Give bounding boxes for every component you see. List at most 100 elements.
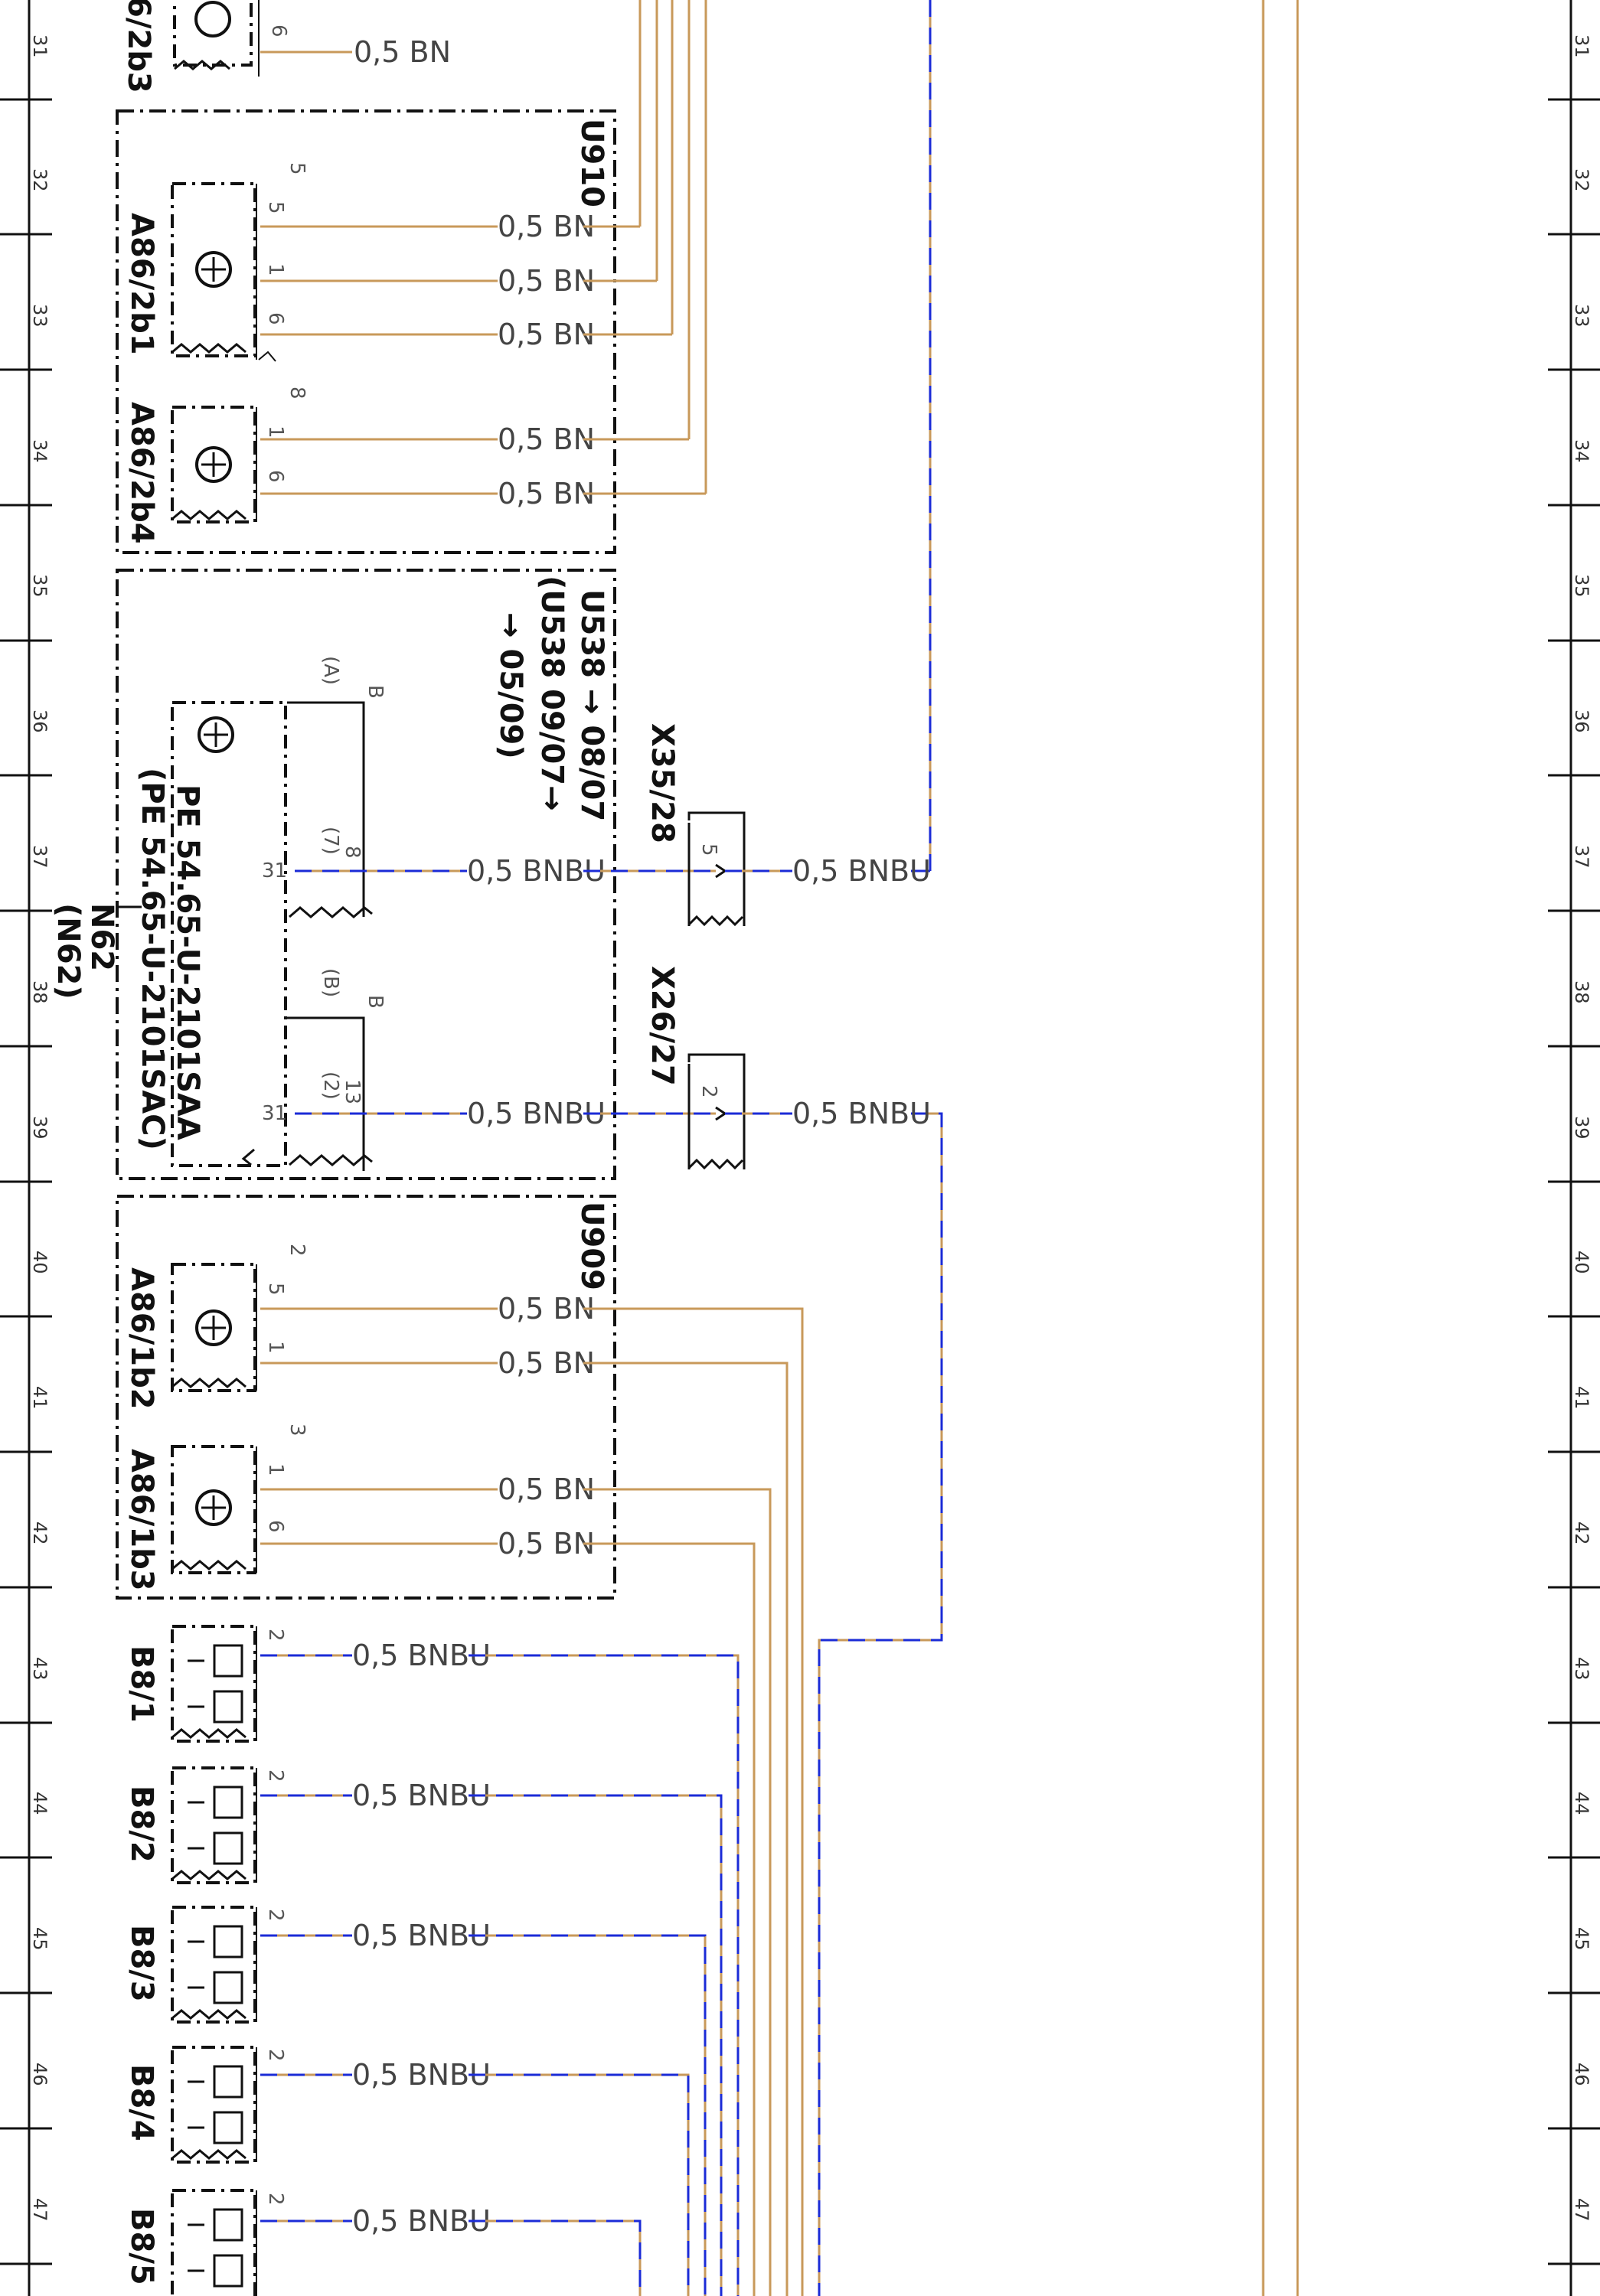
ruler-label: 40 [29, 1251, 51, 1274]
wire-label: 0,5 BN [354, 35, 451, 69]
pin-label: 6 [264, 1520, 287, 1533]
ruler-numbers: 31 32 33 34 35 36 37 38 39 40 41 42 43 4… [29, 34, 1592, 2222]
ruler-label: 47 [29, 2198, 51, 2222]
wire-label: 0,5 BN [498, 264, 595, 298]
blue-bus [818, 0, 943, 2296]
pin-label: 3 [286, 1424, 309, 1437]
pin-label: 8 [341, 846, 364, 859]
pin-label: (2) [319, 1071, 342, 1100]
block-label: U910 [574, 119, 609, 207]
ruler-label: 32 [29, 168, 51, 192]
pin-label: 5 [264, 201, 287, 214]
ruler-label: 47 [1571, 2198, 1592, 2222]
part-number: (PE 54.65-U-2101SAC) [135, 768, 170, 1150]
component-label: 6/2b3 [121, 0, 156, 93]
ruler-label: 35 [1571, 574, 1592, 598]
connector-label: X26/27 [645, 966, 680, 1086]
wire-label: 0,5 BNBU [352, 2204, 491, 2238]
vertical-bus-top [638, 0, 1299, 2296]
block-label: → 05/09) [493, 612, 528, 759]
component-a86-2b4: A86/2b4 8 1 6 0,5 BN 0,5 BN [124, 386, 706, 544]
block-label: (U538 09/07→ [534, 576, 570, 811]
ruler-label: 36 [29, 709, 51, 733]
pin-label: 1 [264, 1463, 287, 1476]
wire-label: 0,5 BN [498, 1527, 595, 1561]
ruler-label: 34 [29, 439, 51, 463]
ruler-label: 33 [29, 304, 51, 328]
wire-label: 0,5 BN [498, 1473, 595, 1506]
component-a86-1b3: A86/1b3 3 1 6 0,5 BN 0,5 BN [124, 1424, 772, 2296]
ruler-label: 38 [29, 980, 51, 1004]
right-ruler [1548, 0, 1600, 2296]
wire-label: 0,5 BNBU [467, 854, 606, 888]
ruler-label: 43 [29, 1657, 51, 1681]
ruler-label: 34 [1571, 439, 1592, 463]
sensor-b8-4: B8/4 2 0,5 BNBU [124, 2046, 690, 2296]
ruler-label: 44 [29, 1792, 51, 1815]
pin-label: (B) [319, 968, 342, 997]
pin-label: B [364, 995, 387, 1009]
ruler-label: 43 [1571, 1657, 1592, 1681]
block-label: U538 → 08/07 [574, 589, 609, 821]
wire-label: 0,5 BN [498, 210, 595, 243]
pin-label: 2 [264, 1769, 287, 1782]
wire-label: 0,5 BNBU [467, 1097, 606, 1130]
pin-label: (A) [319, 656, 342, 685]
sensor-b8-3: B8/3 2 0,5 BNBU [124, 1906, 707, 2296]
component-a86-2b1: A86/2b1 5 5 1 6 0,5 BN 0,5 BN 0,5 BN [124, 162, 672, 362]
ruler-label: 31 [1571, 34, 1592, 58]
wire-label: 0,5 BN [498, 1292, 595, 1326]
component-label: A86/2b1 [124, 213, 159, 355]
ruler-label: 41 [29, 1386, 51, 1410]
ruler-label: 37 [1571, 845, 1592, 869]
left-ruler [0, 0, 52, 2296]
component-label: B8/1 [124, 1645, 159, 1723]
component-label: B8/5 [124, 2208, 159, 2285]
wire-label: 0,5 BNBU [352, 1919, 491, 1952]
sensor-b8-2: B8/2 2 0,5 BNBU [124, 1766, 723, 2296]
wire-label: 0,5 BNBU [352, 1779, 491, 1812]
ruler-label: 37 [29, 845, 51, 869]
pin-label: 5 [697, 843, 720, 856]
ruler-label: 38 [1571, 980, 1592, 1004]
ruler-label: 31 [29, 34, 51, 58]
ruler-label: 42 [29, 1521, 51, 1545]
pin-label: 6 [267, 24, 290, 38]
ruler-label: 41 [1571, 1386, 1592, 1410]
pin-label: 13 [341, 1079, 364, 1104]
wire-label: 0,5 BNBU [792, 854, 931, 888]
ruler-label: 36 [1571, 709, 1592, 733]
connector-x35-28: X35/28 5 0,5 BNBU [645, 723, 931, 927]
pin-label: 1 [264, 263, 287, 276]
pin-label: (7) [319, 827, 342, 855]
wire-label: 0,5 BN [498, 318, 595, 351]
pin-label: 6 [264, 312, 287, 325]
ruler-label: 40 [1571, 1251, 1592, 1274]
pin-label: 1 [264, 1341, 287, 1354]
pin-label: 2 [286, 1244, 309, 1257]
block-n62: U538 → 08/07 (U538 09/07→ → 05/09) PE 54… [51, 569, 716, 1180]
component-a86-2b3: 6/2b3 6 0,5 BN [121, 0, 451, 93]
component-label: B8/3 [124, 1925, 159, 2002]
connector-label: X35/28 [645, 723, 680, 843]
block-label: U909 [574, 1202, 609, 1290]
wire-label: 0,5 BNBU [352, 1639, 491, 1672]
sensor-b8-1: B8/1 2 0,5 BNBU [124, 1625, 740, 2296]
pin-label: 2 [264, 2049, 287, 2062]
block-u910: U910 A86/2b1 5 5 1 6 0,5 BN 0,5 BN 0,5 B… [116, 109, 706, 554]
pin-label: 1 [264, 426, 287, 439]
pin-label: 6 [264, 470, 287, 483]
component-label: (N62) [51, 903, 86, 1000]
pin-label: 31 [262, 859, 287, 882]
ruler-label: 42 [1571, 1521, 1592, 1545]
component-label: A86/1b3 [124, 1449, 159, 1591]
pin-label: 31 [262, 1102, 287, 1125]
component-label: A86/2b4 [124, 402, 159, 544]
pin-label: 2 [697, 1085, 720, 1098]
ruler-label: 46 [1571, 2063, 1592, 2086]
component-a86-1b2: A86/1b2 2 5 1 0,5 BN 0,5 BN [124, 1244, 804, 2296]
wire-label: 0,5 BNBU [792, 1097, 931, 1130]
ruler-label: 45 [29, 1927, 51, 1951]
pin-label: 5 [264, 1283, 287, 1296]
